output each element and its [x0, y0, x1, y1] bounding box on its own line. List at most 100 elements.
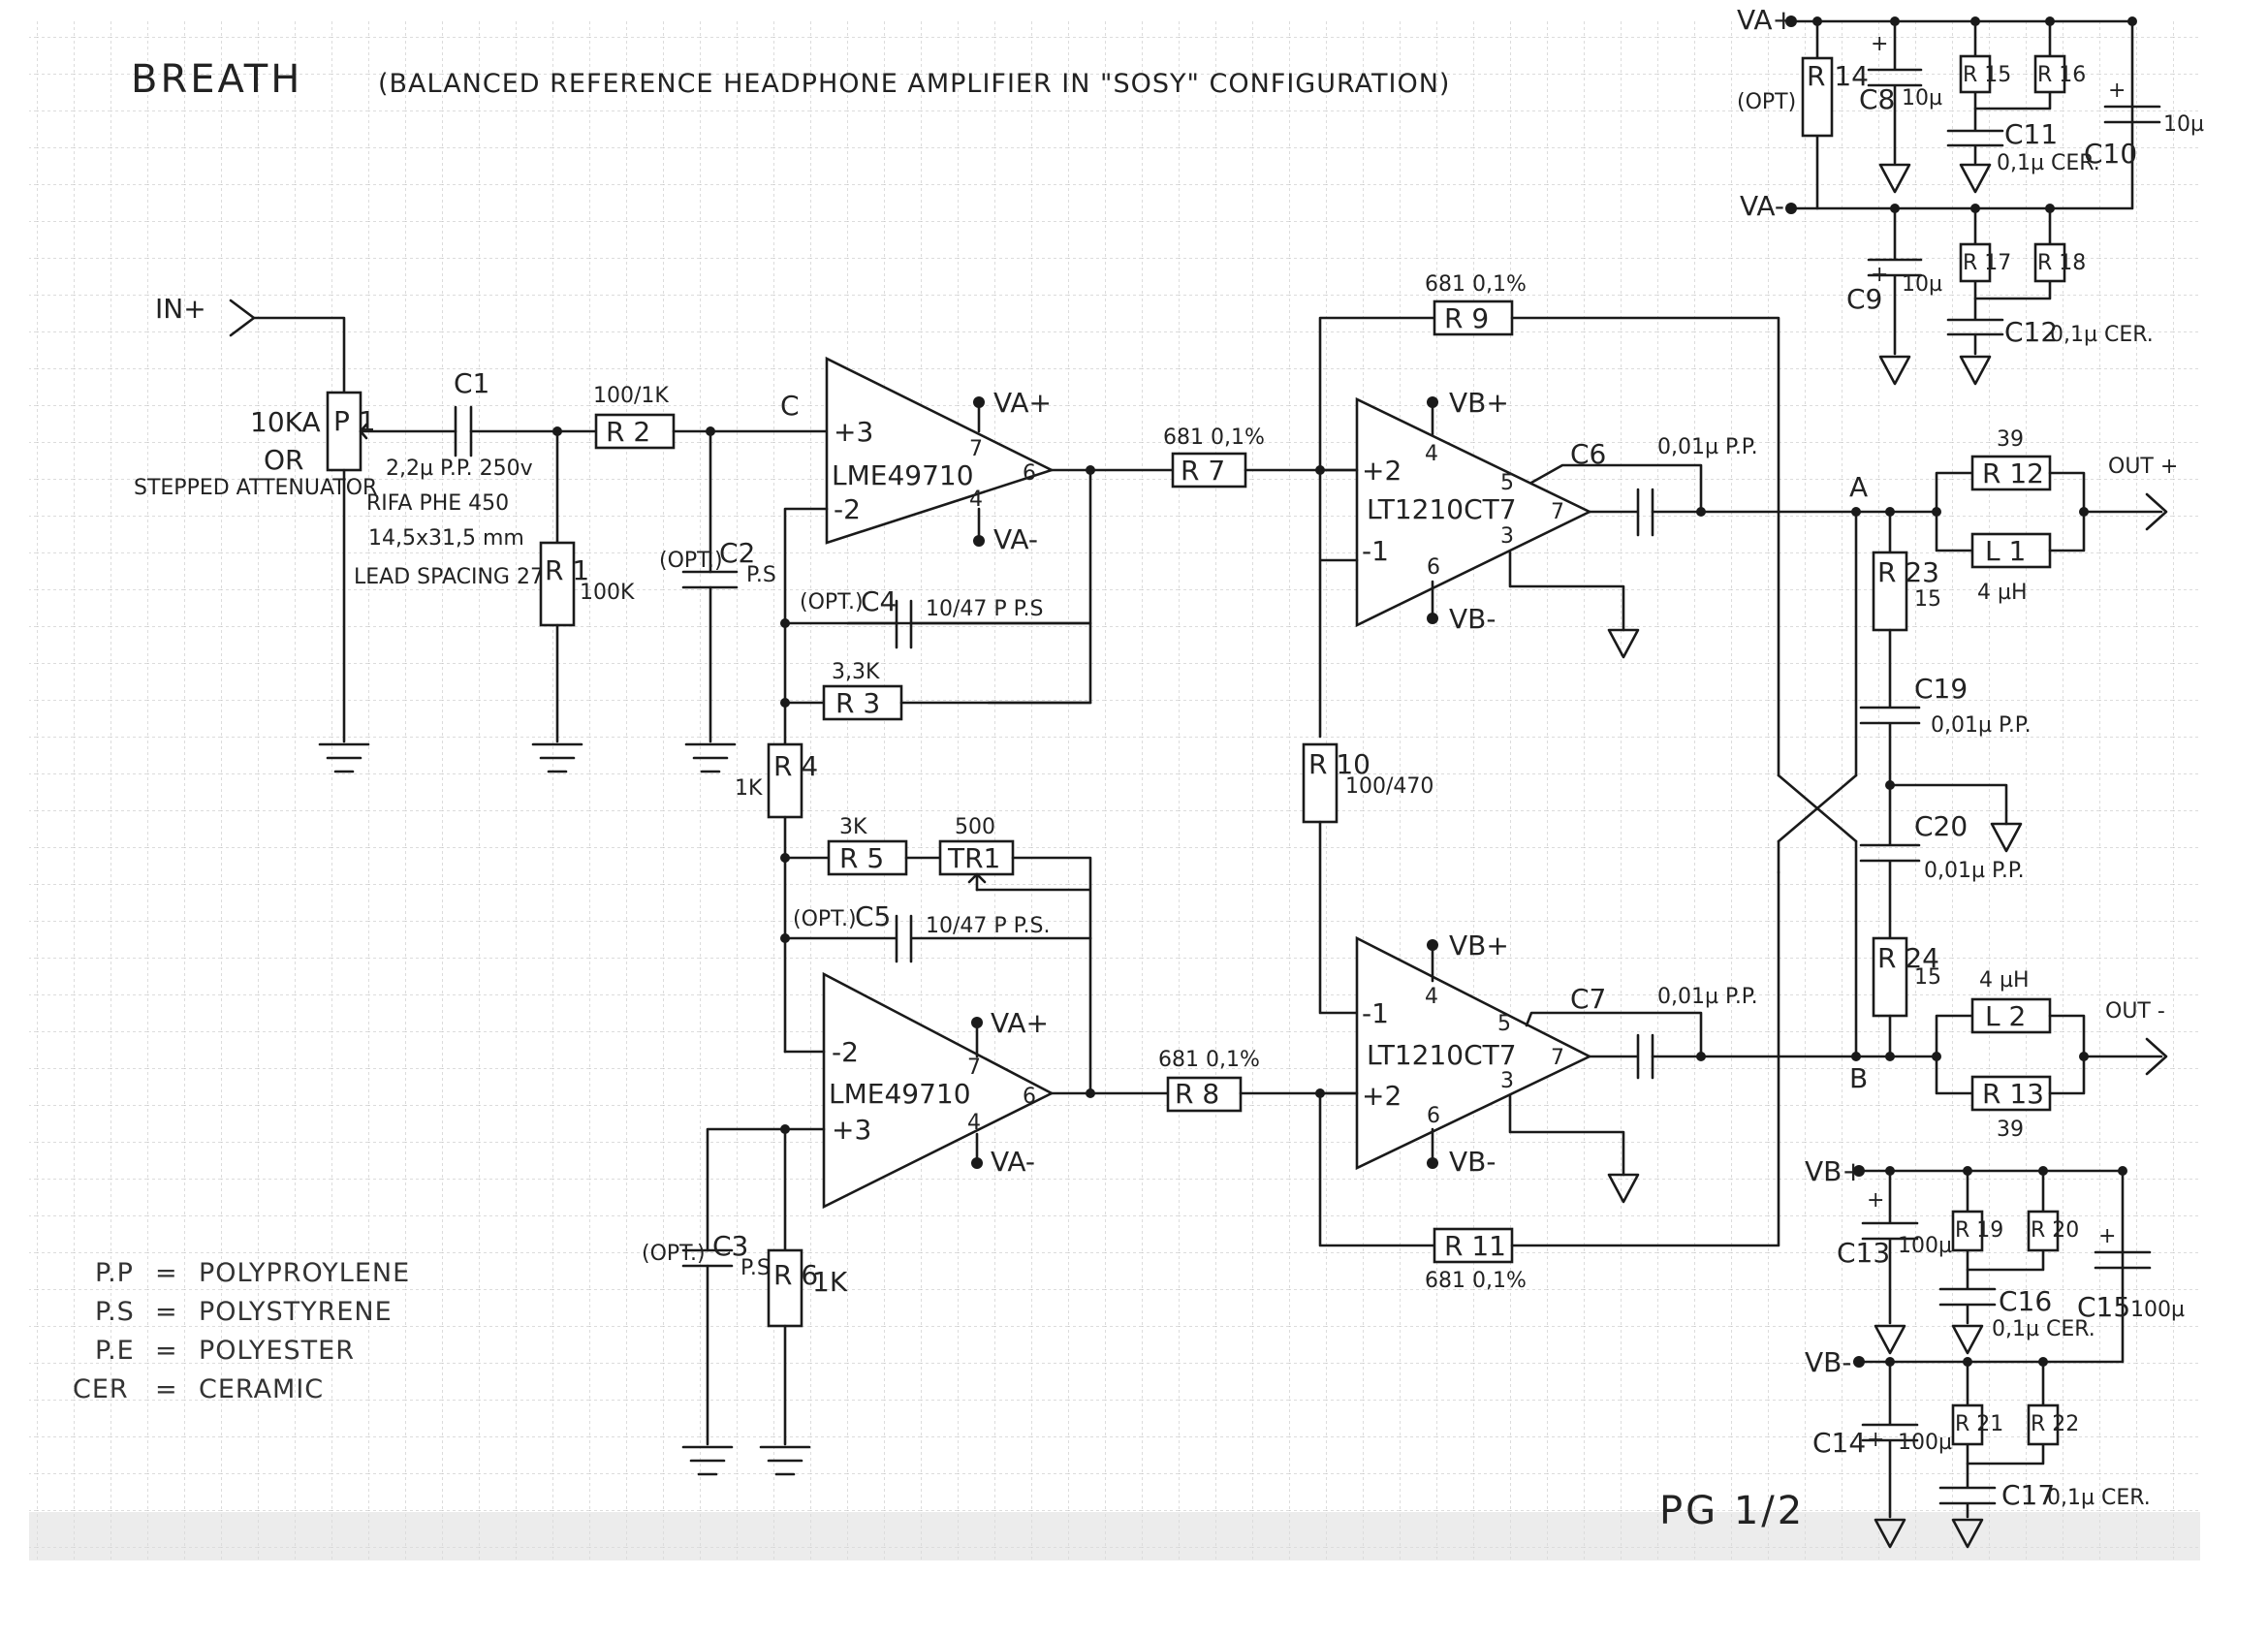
r2-label: R 2 [606, 416, 650, 448]
r21-label: R 21 [1955, 1412, 2003, 1436]
legend-meaning-pp: POLYPROYLENE [199, 1258, 410, 1288]
ground-symbol [759, 1445, 811, 1476]
u1-va-minus: VA- [993, 523, 1038, 555]
resistor-r12 [1970, 455, 2052, 491]
capacitor-c20 [1859, 783, 1921, 940]
capacitor-c10 [2103, 105, 2161, 124]
u2-va-plus: VA+ [991, 1007, 1049, 1039]
opamp-u3 [1355, 396, 1592, 628]
u1-pin-plus: +3 [834, 416, 873, 448]
c12-label: C12 [2004, 316, 2058, 348]
r16-label: R 16 [2037, 63, 2086, 87]
u2-pin-plus: +3 [832, 1114, 871, 1146]
l2-value: 4 µH [1979, 968, 2030, 993]
r11-label: R 11 [1444, 1230, 1506, 1262]
r14-opt: (OPT) [1737, 90, 1796, 114]
svg-text:=: = [155, 1336, 178, 1366]
c6-value: 0,01µ P.P. [1657, 435, 1758, 459]
resistor-r14 [1801, 56, 1834, 138]
opamp-u2 [822, 971, 1055, 1210]
va-minus-rail: VA- [1740, 190, 1784, 222]
u4-part: LT1210CT7 [1367, 1039, 1517, 1071]
tr1-value: 500 [955, 815, 995, 839]
opamp-u1 [825, 356, 1055, 545]
out-minus-arrow [2145, 1037, 2168, 1076]
legend-meaning-pe: POLYESTER [199, 1336, 355, 1366]
node-b-label: B [1849, 1062, 1868, 1094]
legend-abbr-ps: P.S [95, 1297, 135, 1327]
c5-label: C5 [855, 900, 891, 932]
va-plus-rail: VA+ [1737, 4, 1795, 36]
r24-value: 15 [1914, 965, 1941, 990]
c2-label: C2 [719, 537, 755, 569]
u2-pin-minus: -2 [832, 1036, 859, 1068]
u4-pin-minus: -1 [1362, 997, 1389, 1029]
subtitle: (BALANCED REFERENCE HEADPHONE AMPLIFIER … [378, 69, 1450, 99]
r20-label: R 20 [2031, 1218, 2079, 1243]
u3-pin-minus: -1 [1362, 535, 1389, 567]
c10-pol: + [2108, 79, 2126, 103]
u3-pin-5: 5 [1500, 471, 1514, 495]
c15-value: 100µ [2130, 1298, 2185, 1322]
page-label: PG 1/2 [1659, 1489, 1805, 1533]
ground-symbol [1878, 163, 1911, 194]
c1-note3: LEAD SPACING 27,9 [354, 565, 564, 589]
c13-value: 100µ [1898, 1234, 1952, 1258]
r18-label: R 18 [2037, 251, 2086, 275]
resistor-r19 [1951, 1210, 1984, 1252]
out-plus-arrow [2145, 492, 2168, 531]
c2-value: P.S [746, 563, 776, 587]
r19-label: R 19 [1955, 1218, 2003, 1243]
u3-part: LT1210CT7 [1367, 493, 1517, 525]
ground-symbol [531, 742, 583, 773]
c8-value: 10µ [1902, 86, 1942, 110]
u3-vb-minus: VB- [1449, 603, 1496, 635]
c3-label: C3 [712, 1230, 748, 1262]
resistor-r22 [2027, 1403, 2060, 1446]
c15-label: C15 [2077, 1291, 2130, 1323]
resistor-r18 [2033, 242, 2066, 283]
r7-label: R 7 [1181, 455, 1225, 487]
p1-alt: STEPPED ATTENUATOR [134, 476, 377, 500]
u2-pin-out: 6 [1023, 1085, 1036, 1109]
l2-label: L 2 [1985, 1000, 2026, 1032]
c7-value: 0,01µ P.P. [1657, 985, 1758, 1009]
resistor-r16 [2033, 54, 2066, 94]
c1-label: C1 [454, 367, 489, 399]
u2-part: LME49710 [829, 1078, 971, 1110]
r9-label: R 9 [1444, 302, 1489, 334]
c20-value: 0,01µ P.P. [1924, 859, 2025, 883]
r9-value: 681 0,1% [1425, 272, 1527, 297]
resistor-r4 [767, 742, 803, 819]
ground-symbol [684, 742, 737, 773]
u3-vb-plus: VB+ [1449, 387, 1509, 419]
c14-label: C14 [1812, 1427, 1866, 1459]
material-legend: P.P = POLYPROYLENE P.S = POLYSTYRENE P.E… [73, 1258, 410, 1404]
c13-label: C13 [1837, 1237, 1890, 1269]
c3-value: P.S [740, 1256, 771, 1280]
r15-label: R 15 [1963, 63, 2011, 87]
u4-pin-vn: 6 [1427, 1104, 1440, 1128]
resistor-r7 [1171, 452, 1247, 489]
u1-part: LME49710 [832, 459, 974, 491]
r1-label: R 1 [545, 554, 589, 586]
r1-value: 100K [580, 581, 635, 605]
ground-symbol [1874, 1324, 1906, 1355]
l1-label: L 1 [1985, 535, 2026, 567]
r8-value: 681 0,1% [1158, 1048, 1260, 1072]
r12-label: R 12 [1982, 457, 2044, 489]
legend-meaning-cer: CERAMIC [199, 1374, 324, 1404]
r14-label: R 14 [1807, 60, 1869, 92]
c19-value: 0,01µ P.P. [1931, 713, 2032, 738]
u2-pin-vp: 7 [967, 1056, 981, 1080]
resistor-r1 [539, 541, 576, 627]
ground-symbol [1959, 355, 1992, 386]
resistor-r10 [1302, 742, 1339, 824]
u4-pin-3: 3 [1500, 1069, 1514, 1093]
u2-va-minus: VA- [991, 1146, 1035, 1178]
r17-label: R 17 [1963, 251, 2011, 275]
c5-value: 10/47 P P.S. [926, 914, 1050, 938]
u3-pin-vn: 6 [1427, 555, 1440, 580]
c10-label: C10 [2084, 138, 2137, 170]
ground-symbol [1874, 1518, 1906, 1549]
